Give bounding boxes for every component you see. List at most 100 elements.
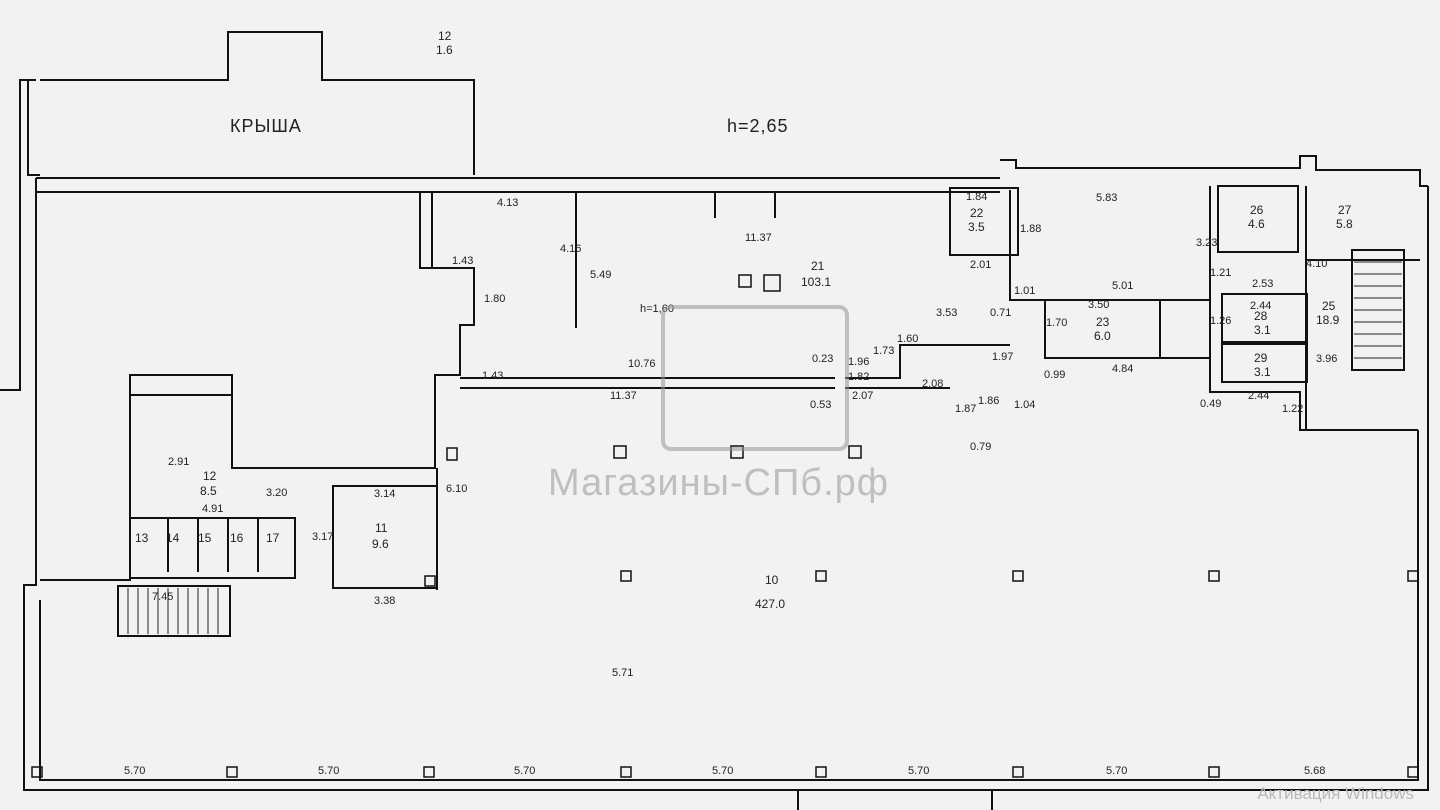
room-23-area: 6.0 xyxy=(1094,329,1111,343)
room-11-number: 11 xyxy=(375,521,388,535)
dim-label: 0.23 xyxy=(812,353,833,365)
dim-label: 0.79 xyxy=(970,441,991,453)
outer-wall xyxy=(23,178,1429,791)
dim-label: 1.22 xyxy=(1282,403,1303,415)
room-17-number: 17 xyxy=(266,531,280,545)
facade-wall-right-top xyxy=(1000,155,1428,187)
dim-label: 3.23 xyxy=(1196,237,1217,249)
room-25-area: 18.9 xyxy=(1316,313,1340,327)
facade-wall-top xyxy=(36,177,1000,193)
room-22-number: 22 xyxy=(970,206,984,220)
dim-label: 2.07 xyxy=(852,390,873,402)
dim-label: 1.97 xyxy=(992,351,1013,363)
dim-label: 10.76 xyxy=(628,358,656,370)
dim-label: 11.37 xyxy=(745,232,772,244)
roof-label: КРЫША xyxy=(230,116,302,136)
dim-label: 0.99 xyxy=(1044,369,1065,381)
dim-label: 1.82 xyxy=(848,371,869,383)
room-11-area: 9.6 xyxy=(372,537,389,551)
dim-label: 1.80 xyxy=(484,293,505,305)
dim-label: 3.14 xyxy=(374,488,395,500)
dim-label: 5.01 xyxy=(1112,280,1133,292)
room-26-box xyxy=(1217,185,1299,253)
windows-activation-notice: Активация Windows xyxy=(1257,784,1414,803)
dim-label: 4.10 xyxy=(1306,258,1327,270)
stair-treads-right xyxy=(1354,261,1402,359)
dim-label: 0.53 xyxy=(810,399,831,411)
dim-label: 7.45 xyxy=(152,591,173,603)
room-25-wall xyxy=(1305,186,1420,430)
dim-label: 1.04 xyxy=(1014,399,1035,411)
dim-label: 1.21 xyxy=(1210,267,1231,279)
dim-label: 5.49 xyxy=(590,269,611,281)
lower-wall-stubs xyxy=(797,790,993,810)
room-10-number: 10 xyxy=(765,573,779,587)
room-29-area: 3.1 xyxy=(1254,365,1271,379)
dim-label: 2.53 xyxy=(1252,278,1273,290)
room-13-number: 13 xyxy=(135,531,149,545)
dimension-labels: 4.13 11.37 1.43 4.16 5.49 1.80 10.76 11.… xyxy=(124,191,1337,777)
dim-label: 5.70 xyxy=(514,765,535,777)
room-28-number: 28 xyxy=(1254,309,1268,323)
dim-label: 1.70 xyxy=(1046,317,1067,329)
dim-label: 0.71 xyxy=(990,307,1011,319)
dim-label: 4.13 xyxy=(497,197,518,209)
room-16-number: 16 xyxy=(230,531,244,545)
dim-label: 1.88 xyxy=(1020,223,1041,235)
dim-label: 3.50 xyxy=(1088,299,1109,311)
left-room xyxy=(40,191,475,581)
dim-label: 3.53 xyxy=(936,307,957,319)
dim-label: 4.91 xyxy=(202,503,223,515)
room-12-area: 8.5 xyxy=(200,484,217,498)
room-21-area: 103.1 xyxy=(801,275,831,289)
dim-label: 1.26 xyxy=(1210,315,1231,327)
roof-room-number: 12 xyxy=(438,29,452,43)
dim-label: 2.44 xyxy=(1248,390,1269,402)
room-14-number: 14 xyxy=(166,531,180,545)
corridor-wall xyxy=(460,344,1010,389)
dim-label: 3.17 xyxy=(312,531,333,543)
ceiling-height-label: h=2,65 xyxy=(727,116,789,136)
room-25-number: 25 xyxy=(1322,299,1336,313)
dim-label: 1.43 xyxy=(452,255,473,267)
dim-label: 3.38 xyxy=(374,595,395,607)
staircase-right xyxy=(1351,249,1405,371)
dim-label: 1.96 xyxy=(848,356,869,368)
room-27-number: 27 xyxy=(1338,203,1352,217)
columns xyxy=(31,274,1419,778)
dim-label: 5.71 xyxy=(612,667,633,679)
watermark-logo xyxy=(661,305,849,451)
room-29-number: 29 xyxy=(1254,351,1268,365)
right-block xyxy=(1009,186,1418,431)
dim-label: 5.70 xyxy=(318,765,339,777)
dim-label: 3.96 xyxy=(1316,353,1337,365)
room-21 xyxy=(431,192,776,328)
dim-label: 1.60 xyxy=(897,333,918,345)
dim-label: 2.44 xyxy=(1250,300,1271,312)
dim-label: 2.91 xyxy=(168,456,189,468)
left-protrusion xyxy=(0,79,36,391)
dim-label: 1.87 xyxy=(955,403,976,415)
room-22-box xyxy=(949,187,1019,256)
dim-label: 5.70 xyxy=(1106,765,1127,777)
room-27-area: 5.8 xyxy=(1336,217,1353,231)
roof-room-area: 1.6 xyxy=(436,43,453,57)
dim-label: 5.68 xyxy=(1304,765,1325,777)
room-15-number: 15 xyxy=(198,531,212,545)
dim-label: 3.20 xyxy=(266,487,287,499)
dim-label: 2.01 xyxy=(970,259,991,271)
dim-label: 1.73 xyxy=(873,345,894,357)
room-23-number: 23 xyxy=(1096,315,1110,329)
roof-left-edge xyxy=(27,80,40,176)
room-26-area: 4.6 xyxy=(1248,217,1265,231)
room-22-area: 3.5 xyxy=(968,220,985,234)
room-26-number: 26 xyxy=(1250,203,1264,217)
restroom-block xyxy=(130,394,296,579)
dim-label: 1.84 xyxy=(966,191,987,203)
roof-outline xyxy=(40,31,475,175)
stair-treads-left xyxy=(127,588,219,634)
dim-label: 5.70 xyxy=(712,765,733,777)
dim-label: 5.70 xyxy=(908,765,929,777)
dim-label: 1.01 xyxy=(1014,285,1035,297)
